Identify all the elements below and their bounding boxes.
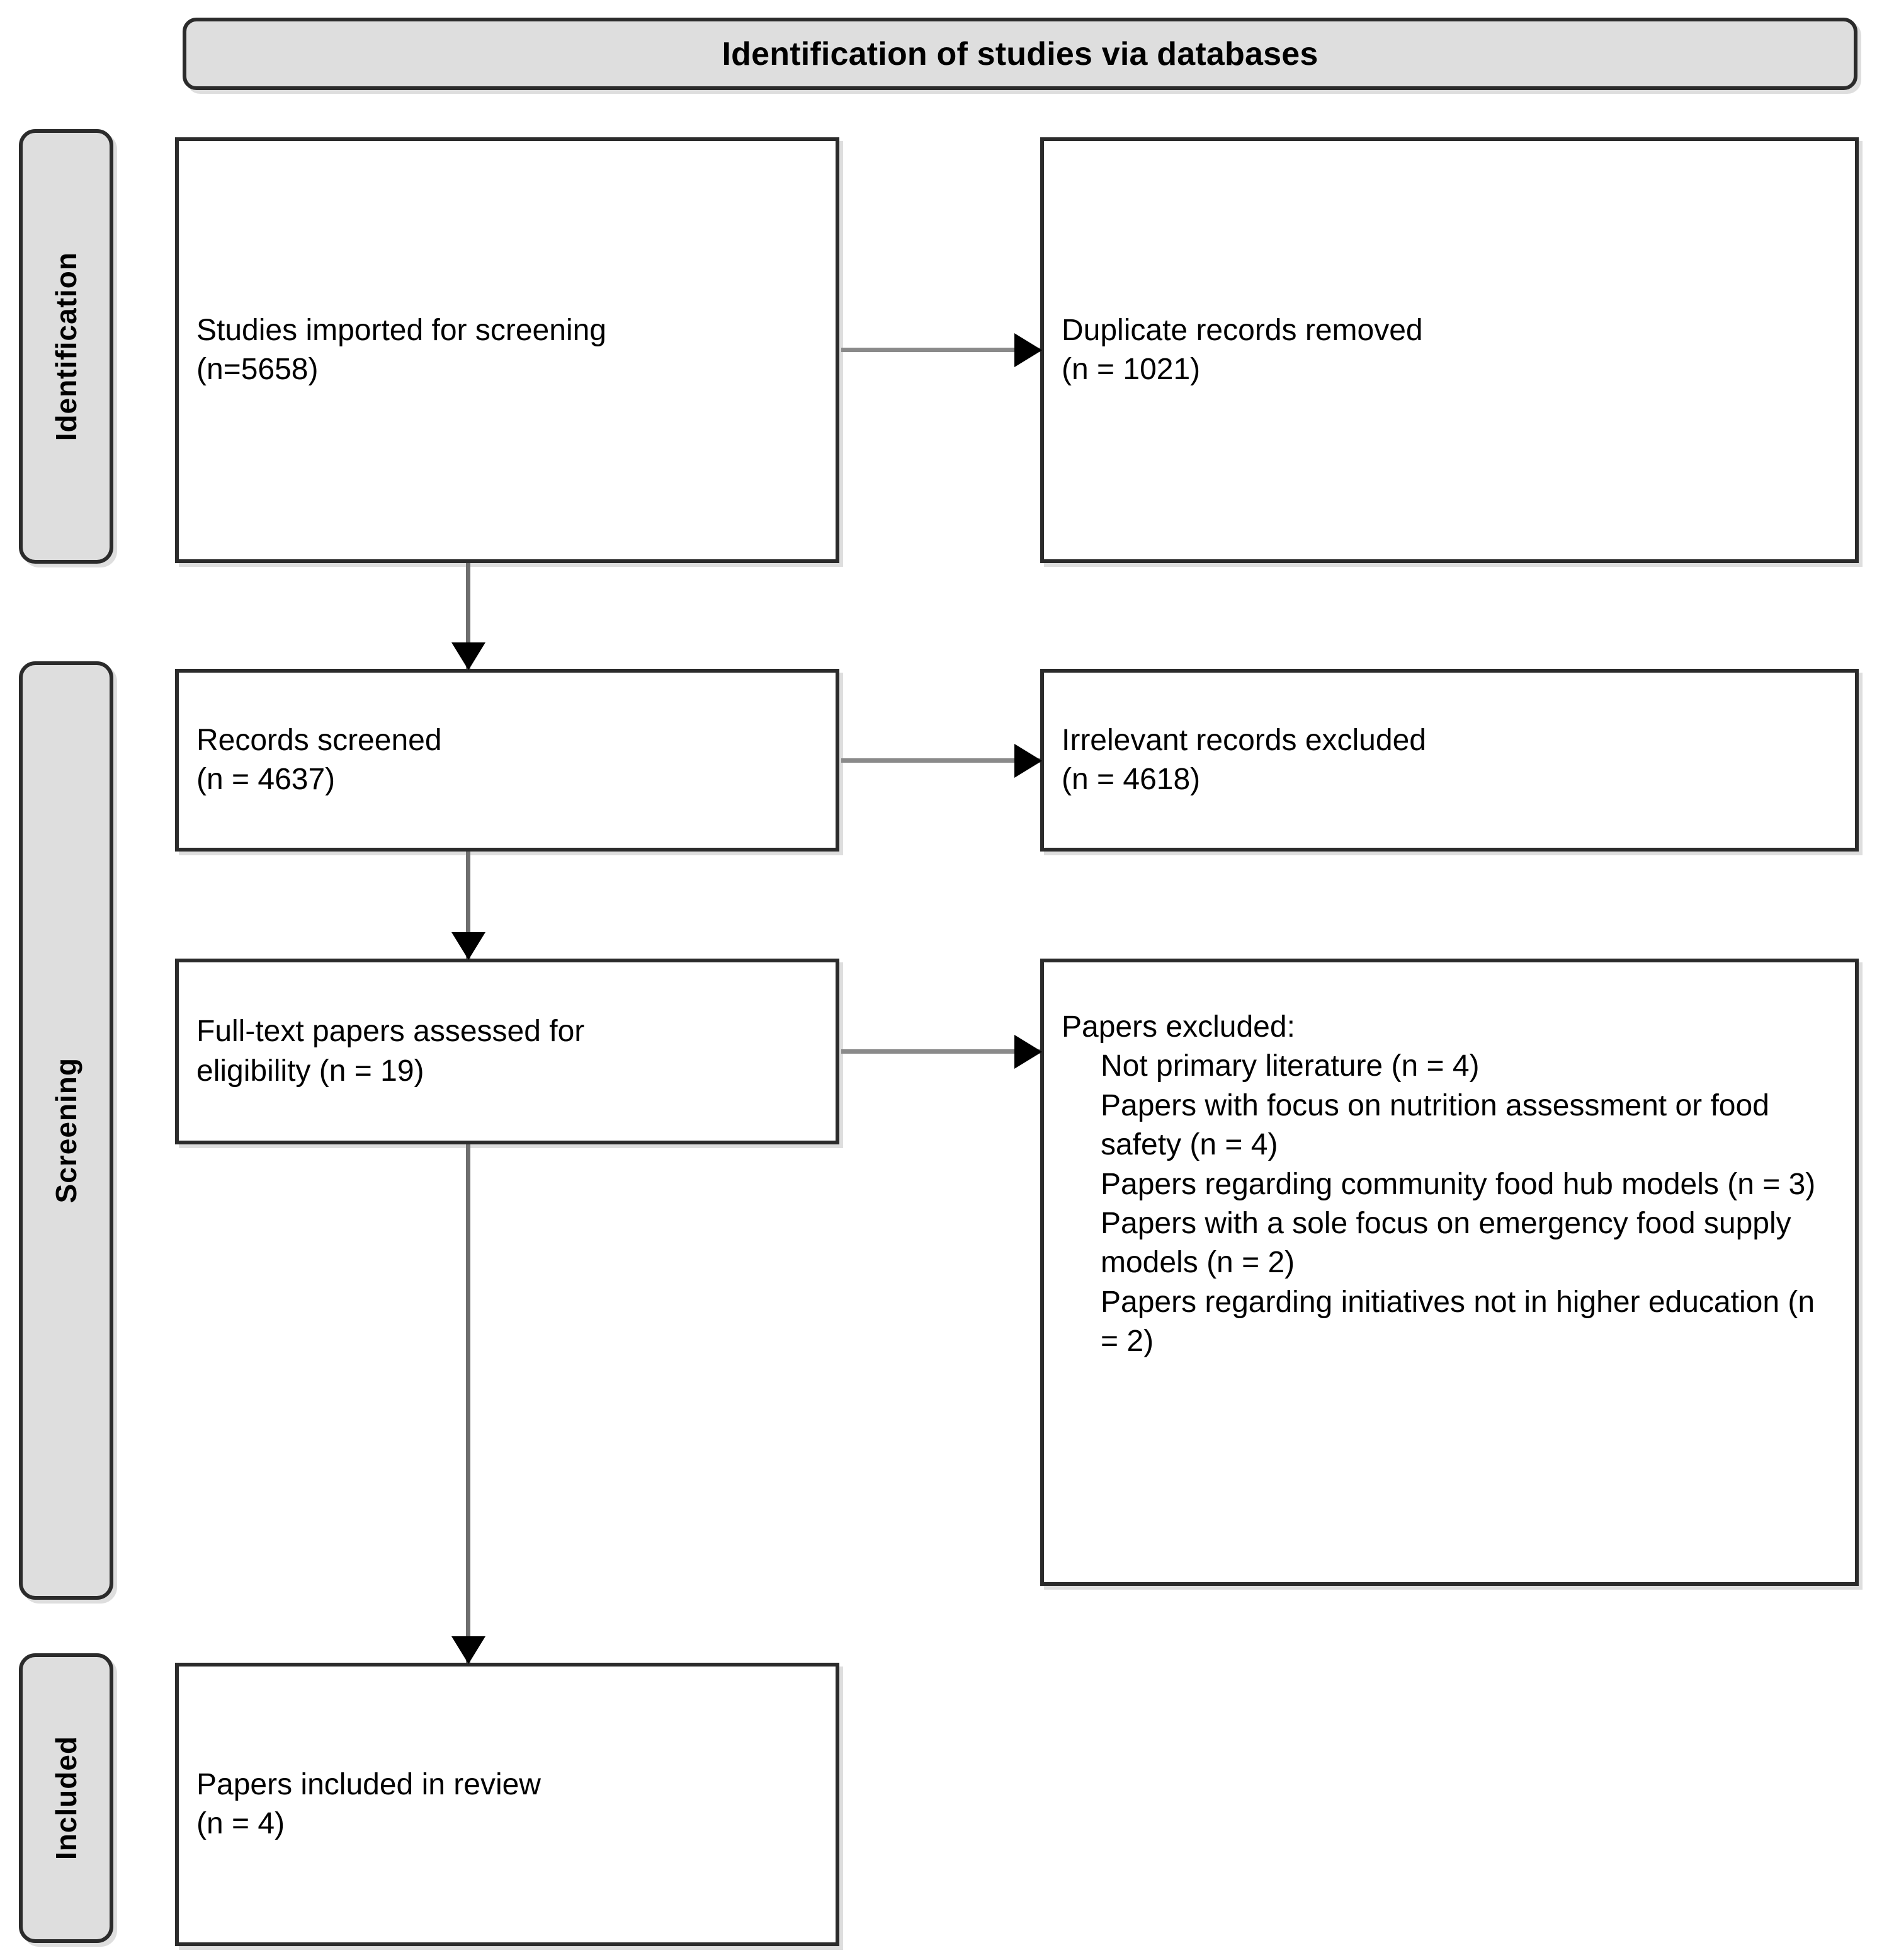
box-papers-included-in-review-text: Papers included in review (n = 4) — [179, 1765, 836, 1844]
box-studies-imported: Studies imported for screening (n=5658) — [175, 137, 839, 563]
box-studies-imported-line1: Studies imported for screening — [196, 313, 606, 347]
papers-excluded-item: Papers with a sole focus on emergency fo… — [1101, 1206, 1791, 1280]
phase-label-screening: Screening — [50, 1057, 82, 1204]
box-irrelevant-records-excluded-line1: Irrelevant records excluded — [1062, 723, 1426, 757]
phase-pill-identification: Identification — [19, 129, 113, 564]
arrow-down-icon-fulltext-to-included — [466, 1144, 470, 1663]
papers-excluded-item: Papers with focus on nutrition assessmen… — [1101, 1088, 1769, 1162]
box-fulltext-papers-assessed-line2: eligibility (n = 19) — [196, 1054, 424, 1088]
box-irrelevant-records-excluded-text: Irrelevant records excluded (n = 4618) — [1044, 721, 1855, 800]
diagram-header-banner: Identification of studies via databases — [183, 18, 1857, 90]
box-papers-included-in-review-line2: (n = 4) — [196, 1807, 285, 1840]
box-duplicate-records-removed-line1: Duplicate records removed — [1062, 313, 1423, 347]
box-fulltext-papers-assessed: Full-text papers assessed for eligibilit… — [175, 959, 839, 1144]
arrow-right-icon-screened-to-irrelevant — [841, 758, 1040, 763]
box-irrelevant-records-excluded: Irrelevant records excluded (n = 4618) — [1040, 669, 1859, 852]
box-records-screened-line1: Records screened — [196, 723, 442, 757]
arrow-down-icon-imported-to-screened — [466, 563, 470, 669]
box-papers-excluded-text: Papers excluded: Not primary literature … — [1044, 962, 1855, 1362]
papers-excluded-item: Not primary literature (n = 4) — [1101, 1049, 1480, 1083]
box-papers-excluded: Papers excluded: Not primary literature … — [1040, 959, 1859, 1586]
box-irrelevant-records-excluded-line2: (n = 4618) — [1062, 763, 1201, 796]
box-fulltext-papers-assessed-line1: Full-text papers assessed for — [196, 1015, 585, 1049]
box-records-screened-line2: (n = 4637) — [196, 763, 336, 796]
arrow-right-icon-fulltext-to-excluded — [841, 1049, 1040, 1054]
box-papers-included-in-review-line1: Papers included in review — [196, 1767, 541, 1801]
box-records-screened: Records screened (n = 4637) — [175, 669, 839, 852]
box-studies-imported-line2: (n=5658) — [196, 353, 319, 386]
papers-excluded-item: Papers regarding initiatives not in high… — [1101, 1285, 1815, 1359]
arrow-right-icon-imported-to-duplicates — [841, 348, 1040, 352]
box-records-screened-text: Records screened (n = 4637) — [179, 721, 836, 800]
header-title: Identification of studies via databases — [722, 35, 1318, 72]
box-papers-included-in-review: Papers included in review (n = 4) — [175, 1663, 839, 1946]
box-fulltext-papers-assessed-text: Full-text papers assessed for eligibilit… — [179, 1012, 836, 1091]
box-duplicate-records-removed-line2: (n = 1021) — [1062, 353, 1201, 386]
papers-excluded-heading: Papers excluded: — [1062, 1010, 1295, 1044]
arrow-down-icon-screened-to-fulltext — [466, 852, 470, 959]
box-duplicate-records-removed: Duplicate records removed (n = 1021) — [1040, 137, 1859, 563]
phase-pill-screening: Screening — [19, 661, 113, 1600]
phase-label-identification: Identification — [50, 251, 82, 442]
box-duplicate-records-removed-text: Duplicate records removed (n = 1021) — [1044, 311, 1855, 390]
phase-pill-included: Included — [19, 1653, 113, 1943]
phase-label-included: Included — [50, 1736, 82, 1860]
box-studies-imported-text: Studies imported for screening (n=5658) — [179, 311, 836, 390]
papers-excluded-item: Papers regarding community food hub mode… — [1101, 1167, 1816, 1201]
